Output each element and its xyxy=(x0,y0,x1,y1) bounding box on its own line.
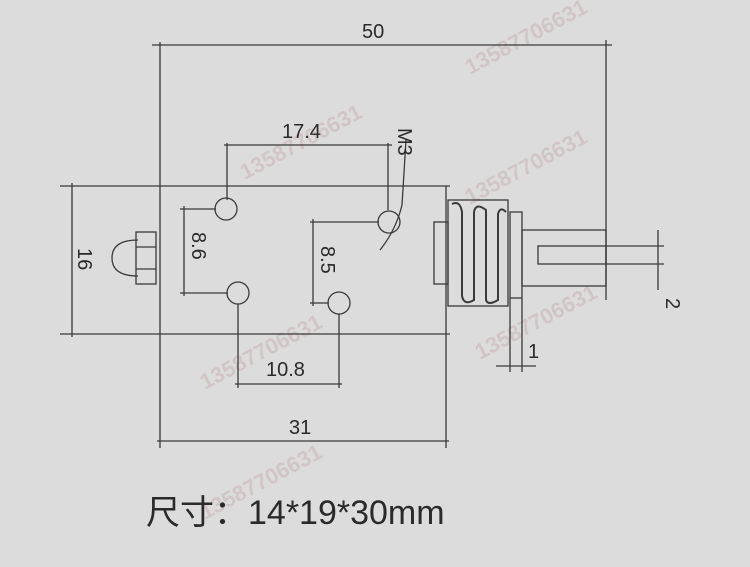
label-hole-spacing-top: 17.4 xyxy=(282,121,321,143)
mounting-hole-top-left xyxy=(214,197,238,221)
label-shaft-width: 2 xyxy=(661,298,683,309)
label-left-hole-spacing: 8.6 xyxy=(187,232,209,260)
watermark-group: 13587706631 13587706631 13587706631 1358… xyxy=(196,0,602,524)
label-body-length: 31 xyxy=(289,417,311,439)
label-bottom-hole-spacing: 10.8 xyxy=(266,359,305,381)
label-right-hole-spacing: 8.5 xyxy=(316,246,338,274)
watermark-4: 13587706631 xyxy=(196,309,327,394)
mounting-hole-bottom-right xyxy=(327,291,351,315)
spring-coil xyxy=(451,202,507,304)
watermark-1: 13587706631 xyxy=(461,0,592,79)
watermark-3: 13587706631 xyxy=(461,124,592,209)
label-body-height: 16 xyxy=(73,248,95,270)
label-overall-length: 50 xyxy=(362,21,384,43)
m3-leader-line xyxy=(379,139,407,251)
plunger-shaft xyxy=(521,229,607,287)
label-thread: M3 xyxy=(393,128,415,156)
label-washer-thickness: 1 xyxy=(528,341,539,363)
spring-housing xyxy=(447,199,509,307)
nut-hex-body xyxy=(135,231,157,285)
size-caption: 尺寸：14*19*30mm xyxy=(146,494,445,532)
mounting-hole-bottom-left xyxy=(226,281,250,305)
nut-dome xyxy=(111,239,139,277)
washer xyxy=(509,211,523,299)
plunger-slot xyxy=(537,245,607,265)
